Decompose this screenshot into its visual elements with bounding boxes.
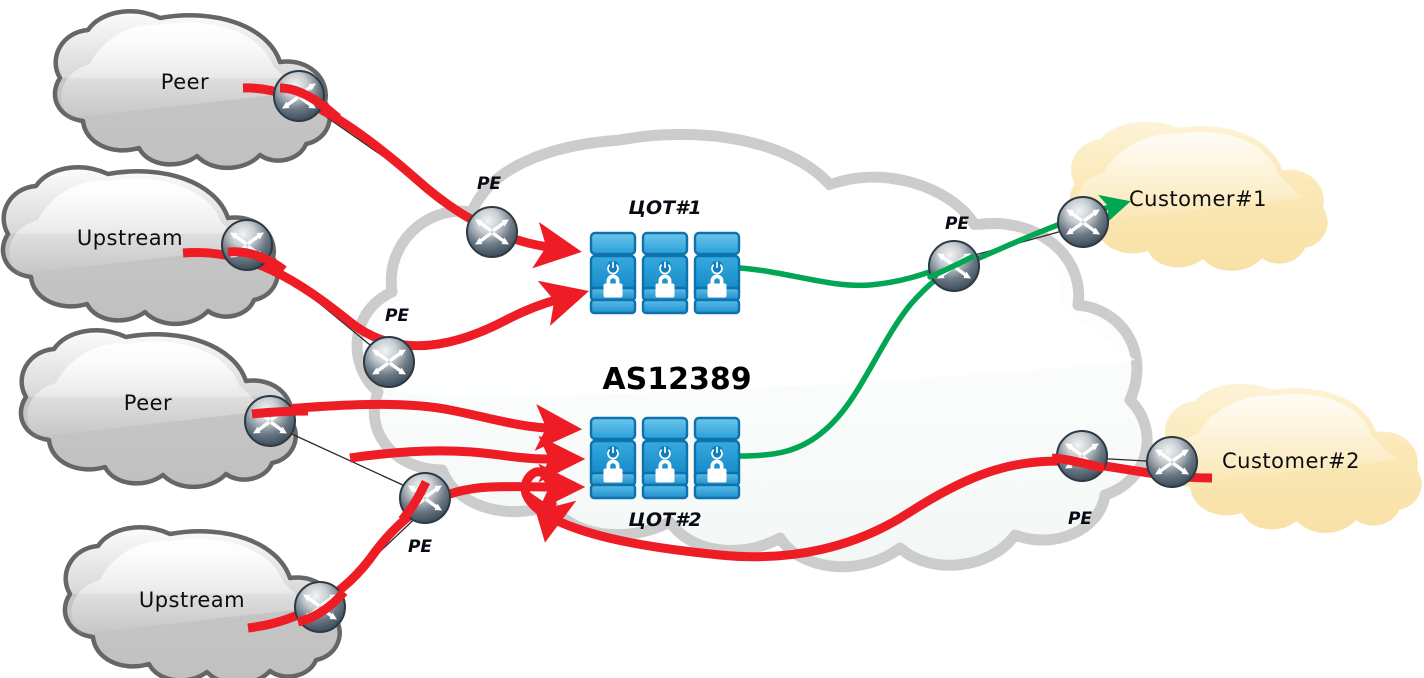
lock-icon [655, 274, 675, 298]
power-icon [658, 445, 672, 460]
lock-icon [603, 274, 623, 298]
external-cloud-peer-1: Peer [52, 9, 332, 171]
customer-cloud-2: Customer#2 [1163, 383, 1422, 533]
router-pe-mid-left[interactable]: PE [363, 306, 415, 388]
cloud-top-highlight [61, 22, 301, 118]
external-cloud-upstream-2: Upstream [62, 525, 342, 678]
flow-peer2-to-dc2-mid [349, 435, 586, 483]
power-icon [710, 260, 724, 275]
green-flow-overlays [929, 254, 975, 279]
lock-icon [707, 274, 727, 298]
server-rack [641, 416, 689, 500]
overlay-pe-bl [398, 479, 431, 523]
overlay-upstream2 [296, 589, 348, 627]
cloud-top-highlight [1077, 132, 1303, 222]
cloud-top-highlight [27, 341, 267, 437]
flow-peer2-to-dc2-upper [247, 399, 583, 451]
router-ce-peer-2[interactable] [244, 395, 296, 447]
cloud-label-customer-1: Customer#1 [1129, 187, 1267, 211]
pe-label: PE [945, 214, 969, 234]
server-rack [589, 416, 637, 500]
power-icon [658, 260, 672, 275]
overlay-pe-tr [929, 254, 975, 279]
overlay-upstream1 [227, 247, 287, 274]
cloud-top-highlight [71, 538, 310, 634]
customer-cloud-1: Customer#1 [1069, 121, 1328, 271]
data-center-dc-1[interactable]: ЦОТ#1 [589, 197, 741, 315]
overlay-pe-br [1051, 453, 1105, 473]
power-icon [606, 445, 620, 460]
dc-label-2: ЦОТ#2 [628, 509, 701, 531]
server-rack [589, 231, 637, 315]
router-ce-customer-2[interactable] [1146, 436, 1198, 488]
server-rack [693, 231, 741, 315]
server-rack [693, 416, 741, 500]
lock-icon [603, 459, 623, 483]
lock-icon [707, 459, 727, 483]
data-center-dc-2[interactable]: ЦОТ#2 [589, 416, 741, 531]
cloud-label-customer-2: Customer#2 [1222, 449, 1360, 473]
router-pe-top-left[interactable]: PE [466, 174, 518, 258]
cloud-label-peer-1: Peer [161, 70, 209, 94]
power-icon [710, 445, 724, 460]
cloud-label-upstream-1: Upstream [77, 226, 183, 250]
cloud-top-highlight [1171, 394, 1397, 484]
pe-label: PE [385, 306, 409, 326]
dc-label-1: ЦОТ#1 [628, 197, 701, 219]
external-cloud-peer-2: Peer [18, 328, 298, 490]
router-pe-top-right[interactable]: PE [928, 214, 980, 292]
as-cloud [351, 128, 1153, 573]
cloud-label-peer-2: Peer [124, 391, 172, 415]
flow-dc2-to-pe [737, 261, 961, 459]
pe-label: PE [1068, 509, 1092, 529]
red-flow-overlays [227, 83, 1105, 627]
overlay-peer2-a [251, 406, 309, 419]
overlay-peer1 [279, 83, 341, 122]
server-rack [641, 231, 689, 315]
as-cloud-label: AS12389 [602, 362, 751, 397]
pe-label: PE [408, 537, 432, 557]
pe-label: PE [477, 174, 501, 194]
lock-icon [655, 459, 675, 483]
router-ce-customer-1[interactable] [1057, 196, 1109, 248]
cloud-label-upstream-2: Upstream [139, 588, 245, 612]
power-icon [606, 260, 620, 275]
